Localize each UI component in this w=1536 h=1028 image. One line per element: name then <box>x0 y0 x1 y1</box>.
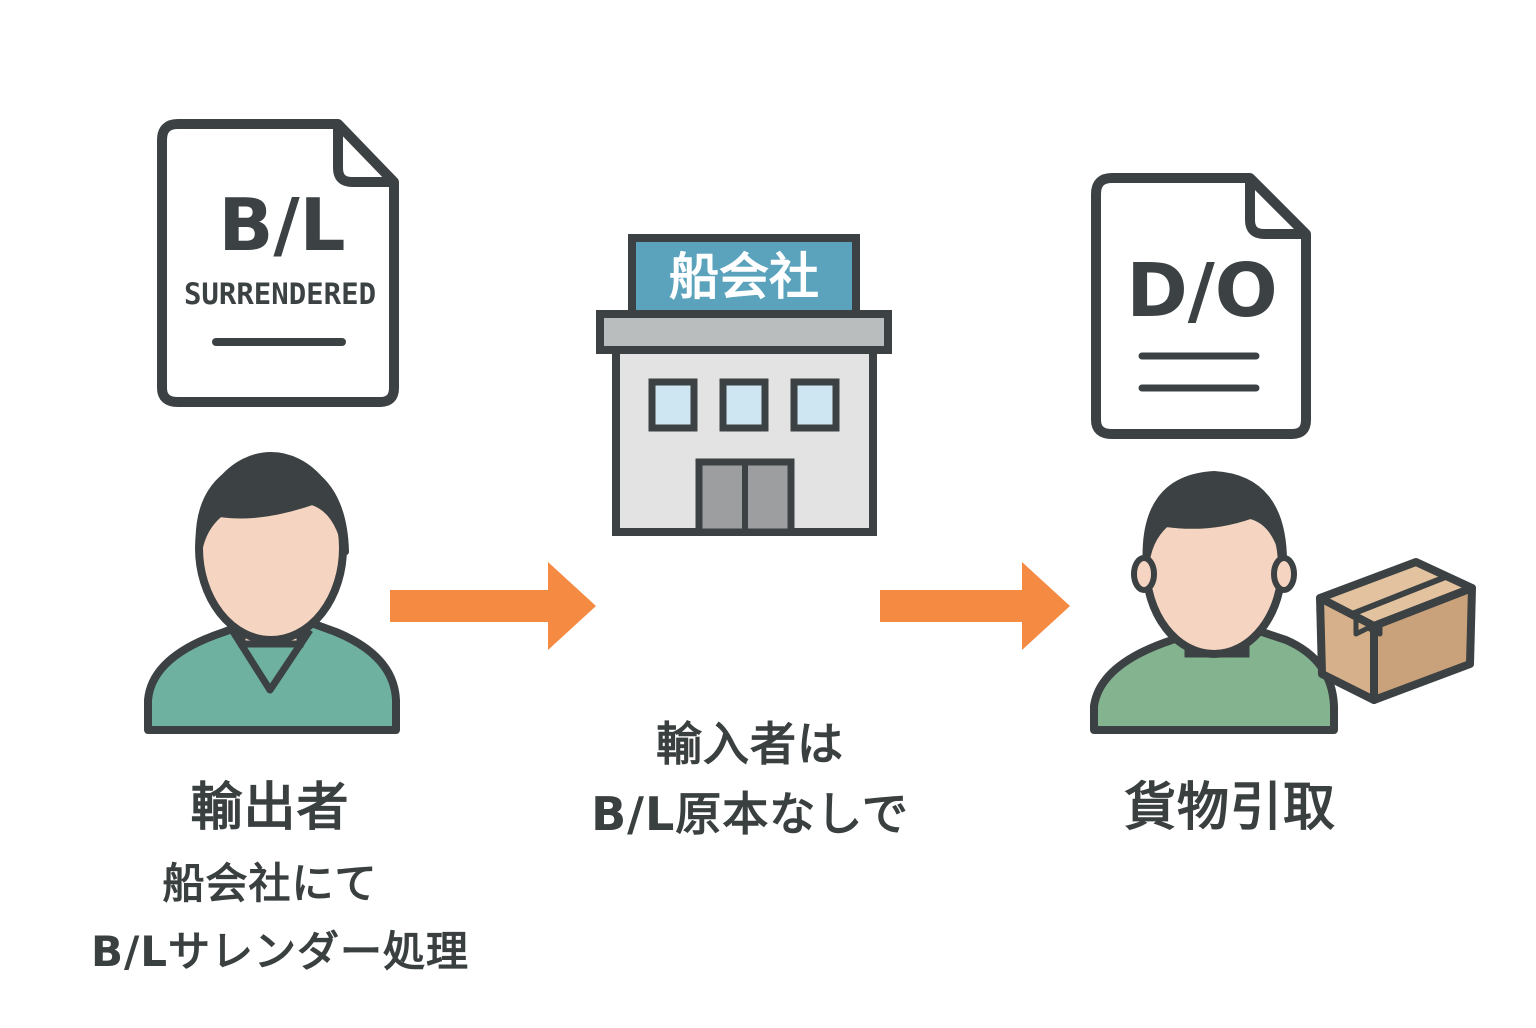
exporter-description-line2: B/Lサレンダー処理 <box>90 927 470 976</box>
bl-document-title: B/L <box>218 183 345 267</box>
do-document-title: D/O <box>1126 248 1277 334</box>
cargo-box-icon <box>1316 558 1476 704</box>
exporter-title: 輸出者 <box>190 778 350 838</box>
exporter-person-icon <box>144 452 400 734</box>
bl-document-icon: B/L SURRENDERED <box>157 119 399 407</box>
arrow-exporter-to-carrier-icon <box>390 562 596 650</box>
do-document-icon: D/O <box>1091 173 1311 439</box>
shipping-company-sign: 船会社 <box>669 248 819 306</box>
importer-person-icon <box>1090 471 1338 734</box>
importer-title: 貨物引取 <box>1123 778 1336 838</box>
carrier-description-line1: 輸入者は <box>656 717 844 771</box>
shipping-company-building-icon: 船会社 <box>596 234 892 536</box>
arrow-carrier-to-importer-icon <box>880 562 1070 650</box>
bl-surrendered-stamp: SURRENDERED <box>184 277 376 311</box>
exporter-description-line1: 船会社にて <box>162 859 378 908</box>
carrier-description-line2: B/L原本なしで <box>591 787 909 841</box>
